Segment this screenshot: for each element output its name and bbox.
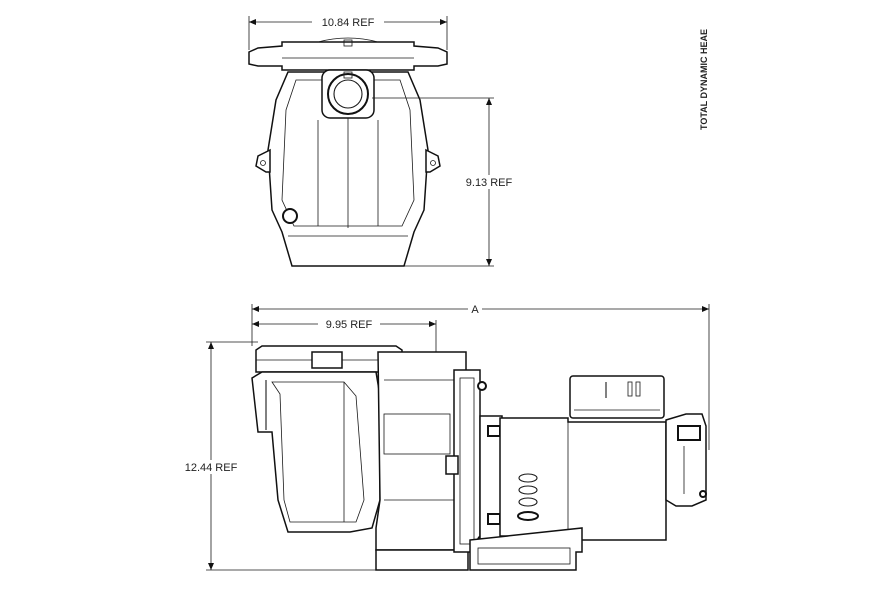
arrow-down — [486, 259, 492, 266]
pump-housing — [375, 351, 467, 551]
housing-panel — [383, 413, 451, 455]
arrow-1244-up — [208, 342, 214, 349]
end-cap-plate — [677, 425, 701, 441]
switch-mark-2 — [627, 381, 633, 397]
arrow-A-left — [252, 306, 259, 312]
dim-label-bg-2 — [458, 175, 520, 189]
vent-slot-3 — [518, 497, 538, 507]
lid-dome — [317, 37, 379, 43]
adapter-bolt-2 — [487, 513, 501, 525]
left-ear-hole — [260, 160, 266, 166]
dim-A-bg — [468, 302, 482, 315]
arrow-995-right — [429, 321, 436, 327]
housing-base — [375, 549, 469, 571]
dim-label-inlet: 9.95 REF — [326, 319, 373, 331]
dim-label-top-height: 9.13 REF — [466, 177, 513, 189]
motor-body — [499, 417, 667, 541]
motor-base — [469, 527, 583, 571]
dim-label-top-width: 10.84 REF — [322, 17, 375, 29]
vent-slot-2 — [518, 485, 538, 495]
arrow-left — [249, 19, 256, 25]
seal-plate-inner — [459, 377, 475, 545]
right-ear-hole — [430, 160, 436, 166]
basket-outline — [281, 79, 415, 227]
adapter-bolt-1 — [487, 425, 501, 437]
drain-plug — [282, 208, 298, 224]
inlet-port-inner — [333, 79, 363, 109]
dim-1244-bg — [176, 460, 246, 474]
dim-label-side-height: 12.44 REF — [185, 462, 238, 474]
bolt-1 — [477, 381, 487, 391]
vent-slot-4 — [517, 511, 539, 521]
dim-995-bg — [318, 317, 380, 331]
end-cap-bolt — [699, 490, 707, 498]
left-ear — [255, 148, 271, 173]
lid-knob — [343, 39, 353, 47]
arrow-1244-down — [208, 563, 214, 570]
arrow-up — [486, 98, 492, 105]
arrow-right — [440, 19, 447, 25]
vent-slot-1 — [518, 473, 538, 483]
inlet-tab — [343, 71, 353, 79]
side-lid-knob — [311, 351, 343, 369]
right-ear — [425, 148, 441, 173]
dim-label-A: A — [471, 304, 479, 316]
side-view-pump: A 9.95 REF 12.44 REF — [176, 302, 710, 571]
dim-label-bg — [312, 15, 384, 29]
lid-flange — [248, 41, 448, 71]
top-view-pump: 10.84 REF 9.13 REF — [248, 15, 520, 267]
arrow-A-right — [702, 306, 709, 312]
control-box — [569, 375, 665, 419]
arrow-995-left — [252, 321, 259, 327]
vertical-side-label: TOTAL DYNAMIC HEAE — [699, 29, 709, 130]
side-basket — [271, 381, 365, 523]
switch-mark-3 — [635, 381, 641, 397]
flange-clip — [445, 455, 459, 475]
motor-base-plate — [477, 547, 571, 565]
